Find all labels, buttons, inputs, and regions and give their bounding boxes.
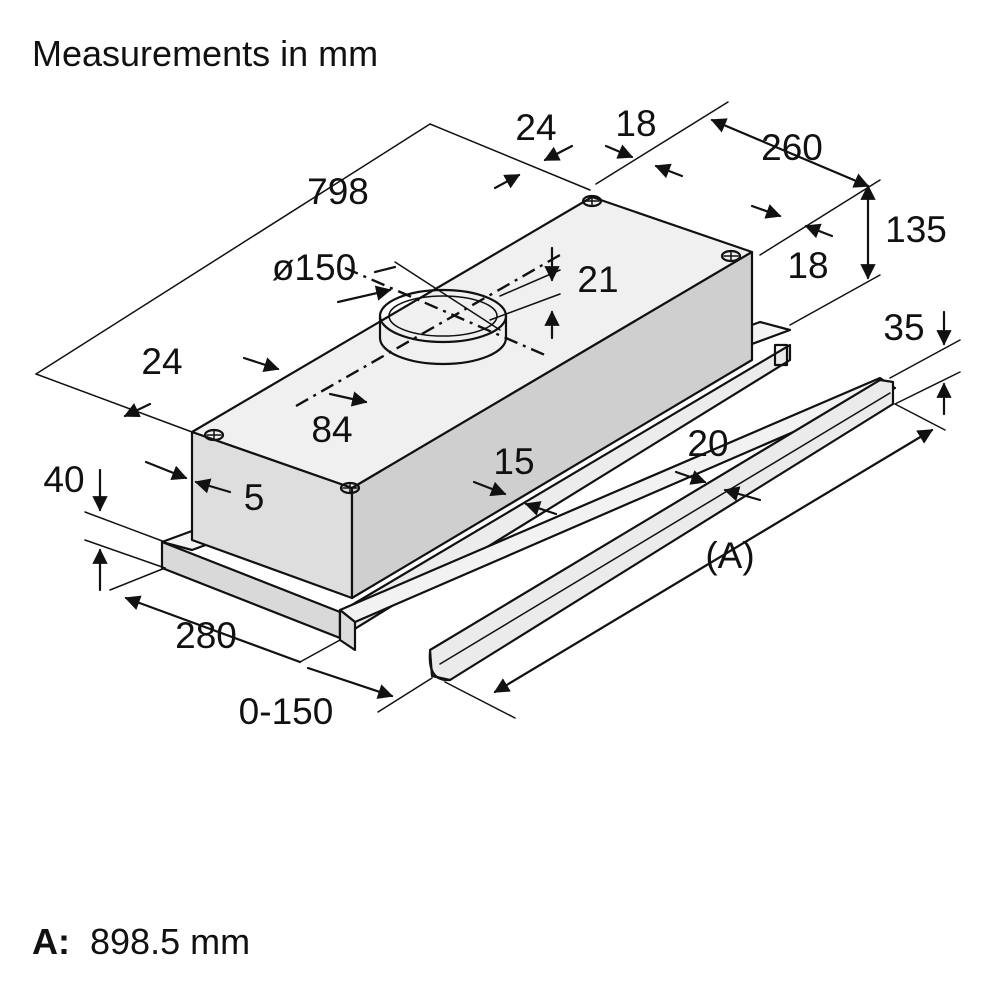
dim-width-reference: (A) (705, 535, 754, 576)
dim-base-depth: 280 (175, 615, 237, 656)
footnote-value: 898.5 mm (90, 921, 250, 962)
footnote-key: A: (32, 921, 70, 962)
dim-side-depth: 260 (761, 127, 823, 168)
side-clip (773, 343, 789, 367)
duct-centerline (344, 266, 546, 357)
dim-panel-thickness: 35 (883, 307, 924, 348)
hood-right-face (350, 250, 754, 600)
dim-height: 135 (885, 209, 947, 250)
dim-duct-offset: 21 (577, 259, 618, 300)
dim-rear-offset: 18 (615, 103, 656, 144)
dim-panel-gap: 20 (687, 423, 728, 464)
dim-side-offset: 18 (787, 245, 828, 286)
screw-icon (339, 481, 361, 495)
dim-front-gap: 15 (493, 441, 534, 482)
screw-icon (581, 194, 603, 208)
dim-side-gap: 5 (244, 477, 265, 518)
dim-base-height: 40 (43, 459, 84, 500)
dim-duct-center: 84 (311, 409, 352, 450)
dim-front-offset: 24 (141, 341, 182, 382)
duct-collar (378, 288, 508, 366)
screw-icon (203, 428, 225, 442)
page-title: Measurements in mm (32, 33, 378, 74)
screw-icon (720, 249, 742, 263)
dim-length: 798 (307, 171, 369, 212)
dim-extension: 0-150 (239, 691, 334, 732)
dimension-lines (35, 101, 961, 719)
drawer-inner (338, 608, 357, 652)
dim-duct-diameter: ø150 (272, 247, 356, 288)
dim-top-depth: 24 (515, 107, 556, 148)
duct-centerline (295, 253, 561, 408)
